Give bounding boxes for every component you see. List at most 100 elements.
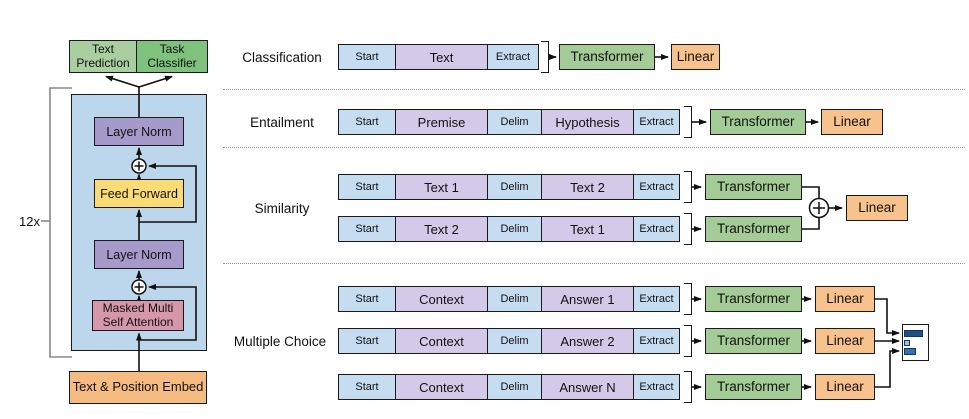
entailment-token-bar: Start Premise Delim Hypothesis Extract [338,109,680,135]
section-divider [223,89,965,90]
similarity-arrows [692,184,843,232]
merge-line-bottom [802,218,820,230]
transformer-label: Transformer [570,49,644,65]
token-cell-extract: Extract [633,329,679,353]
linear-label: Linear [833,114,871,130]
token-cell-delim: Delim [487,329,541,353]
merge-line-top [802,186,820,198]
layer-norm-bottom-label: Layer Norm [106,247,172,262]
text-prediction-label: Text Prediction [76,42,130,70]
multiple-choice-linear-box-3: Linear [815,374,875,400]
token-cell-premise: Premise [395,110,487,134]
multiple-choice-token-bar-1: Start Context Delim Answer 1 Extract [338,286,680,312]
concat-bracket [684,325,692,357]
masked-attention-box: Masked Multi Self Attention [92,300,184,331]
token-cell-start: Start [339,110,395,134]
token-cell-delim: Delim [487,217,541,241]
section-divider [223,147,965,148]
output-heads: Text Prediction Task Classifier [69,40,208,73]
multiple-choice-linear-box-2: Linear [815,328,875,354]
classification-linear-box: Linear [671,44,720,70]
residual-attention-path [139,284,197,341]
token-cell-answerN: Answer N [541,375,633,399]
token-cell-start: Start [339,45,395,69]
token-cell-start: Start [339,217,395,241]
token-cell-delim: Delim [487,375,541,399]
token-cell-start: Start [339,175,395,199]
task-classifier-box: Task Classifier [137,40,208,73]
feed-forward-label: Feed Forward [100,186,178,201]
task-classifier-label: Task Classifier [147,42,197,70]
transformer-label: Transformer [716,291,790,307]
repeat-count-label: 12x [19,213,40,229]
token-cell-start: Start [339,287,395,311]
token-cell-context: Context [395,287,487,311]
linear-label: Linear [676,49,715,65]
concat-bracket [684,213,692,245]
arrow-to-task-classifier [138,75,173,88]
token-cell-text2: Text 2 [541,175,633,199]
token-cell-answer2: Answer 2 [541,329,633,353]
similarity-transformer-box-2: Transformer [705,216,802,242]
token-cell-text: Text [395,45,487,69]
layer-norm-bottom-box: Layer Norm [94,240,184,269]
transformer-label: Transformer [716,333,790,349]
multiple-choice-transformer-box-2: Transformer [705,328,802,354]
score-bar-answerN [904,348,916,355]
multiple-choice-token-bar-2: Start Context Delim Answer 2 Extract [338,328,680,354]
classification-label: Classification [242,49,322,65]
token-cell-hypothesis: Hypothesis [541,110,633,134]
masked-attention-label-line1: Masked Multi [102,301,174,316]
token-cell-extract: Extract [633,375,679,399]
section-divider [223,263,965,264]
text-prediction-box: Text Prediction [69,40,137,73]
sum-icon [808,197,830,219]
concat-bracket [684,106,692,138]
concat-bracket [684,283,692,315]
entailment-transformer-box: Transformer [710,109,806,135]
answer-score-box [902,324,929,361]
linear1-to-scorebox [875,298,900,336]
feed-forward-box: Feed Forward [94,179,184,208]
token-cell-extract: Extract [633,110,679,134]
token-cell-text1: Text 1 [541,217,633,241]
multiple-choice-transformer-box-3: Transformer [705,374,802,400]
concat-bracket [541,41,549,73]
multiple-choice-label: Multiple Choice [233,333,327,349]
left-diagram-arrows [105,75,197,371]
score-bar-answer2 [904,339,910,346]
layer-norm-top-label: Layer Norm [106,124,172,139]
concat-bracket [684,171,692,203]
token-cell-extract: Extract [633,287,679,311]
transformer-label: Transformer [716,379,790,395]
residual-feedforward-path [139,163,197,223]
embed-label: Text & Position Embed [72,379,204,395]
multiple-choice-token-bar-3: Start Context Delim Answer N Extract [338,374,680,400]
similarity-linear-box: Linear [846,195,908,221]
repeat-bracket [41,87,72,358]
token-cell-context: Context [395,375,487,399]
residual-add-2-icon [131,279,147,295]
linear-label: Linear [826,291,864,307]
token-cell-extract: Extract [633,217,679,241]
entailment-linear-box: Linear [821,109,883,135]
token-cell-context: Context [395,329,487,353]
entailment-label: Entailment [250,114,314,130]
layer-norm-top-box: Layer Norm [94,117,184,146]
multiple-choice-arrows [692,296,900,390]
multiple-choice-linear-box-1: Linear [815,286,875,312]
token-cell-start: Start [339,375,395,399]
linear-label: Linear [858,200,896,216]
score-bar-answer1 [904,330,923,337]
token-cell-start: Start [339,329,395,353]
transformer-label: Transformer [716,179,790,195]
token-cell-extract: Extract [487,45,538,69]
token-cell-delim: Delim [487,287,541,311]
masked-attention-label-line2: Self Attention [102,314,174,329]
linear-label: Linear [826,379,864,395]
multiple-choice-transformer-box-1: Transformer [705,286,802,312]
classification-transformer-box: Transformer [559,44,655,70]
token-cell-delim: Delim [487,175,541,199]
